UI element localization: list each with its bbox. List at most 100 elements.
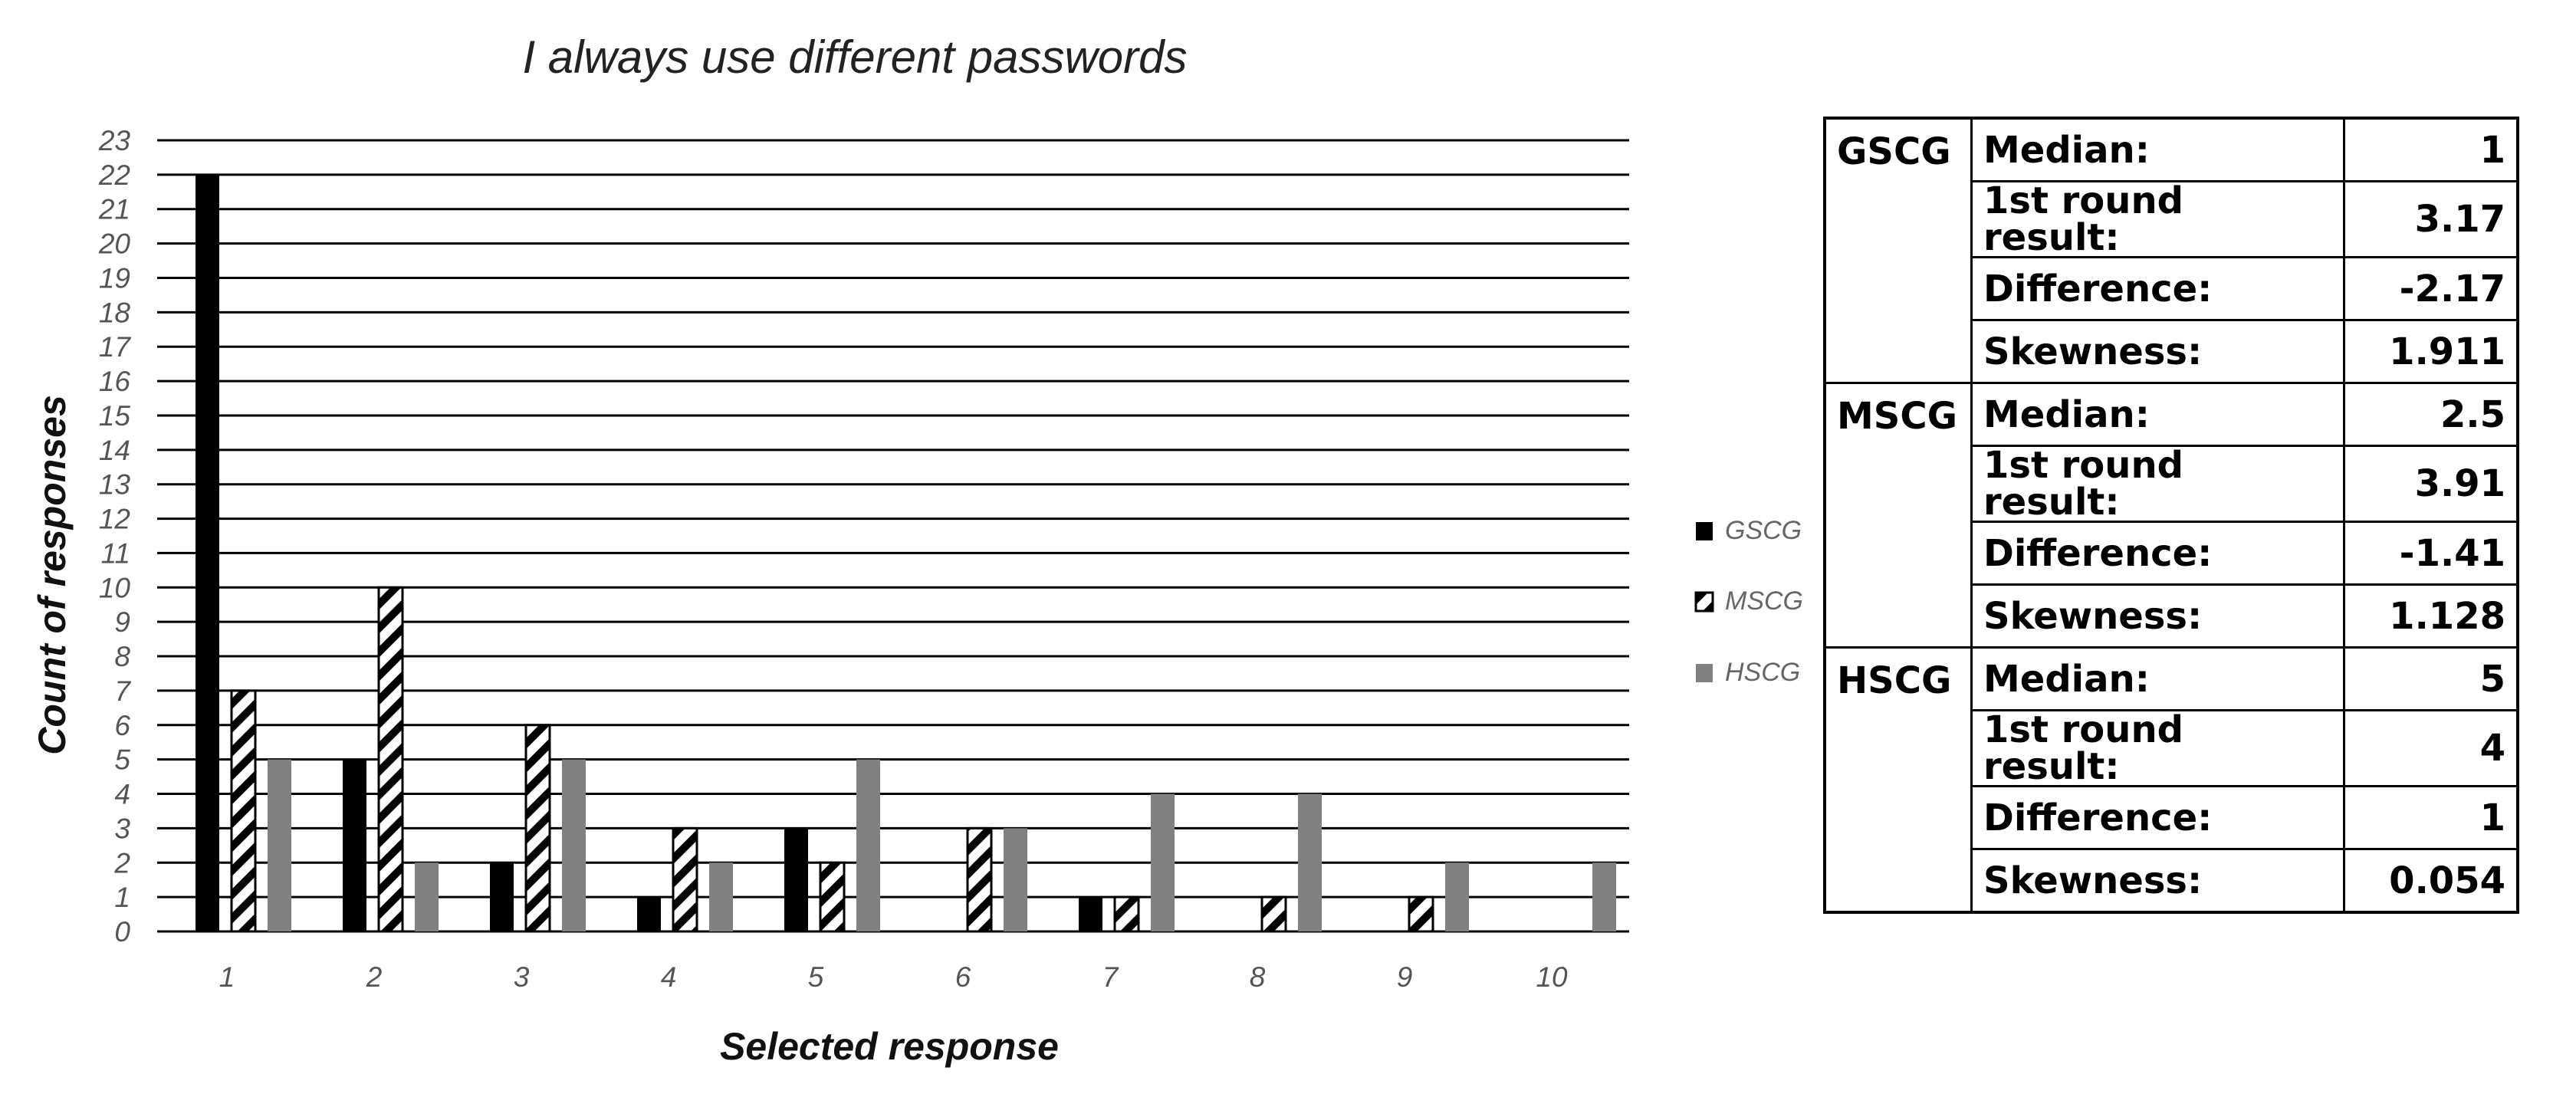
stat-label: 1st round result: (1970, 709, 2345, 787)
stat-label: Median: (1970, 382, 2345, 447)
stat-label: Skewness: (1970, 583, 2345, 649)
y-tick-label: 16 (99, 366, 131, 397)
stat-value: -2.17 (2343, 256, 2519, 321)
y-tick-label: 18 (99, 297, 131, 328)
y-tick-label: 11 (101, 537, 130, 569)
bar-hscg (1298, 793, 1322, 931)
bar-mscg (672, 826, 698, 933)
y-tick-label: 20 (98, 228, 131, 260)
stats-row: Difference:1 (1825, 785, 2519, 850)
stat-value: 3.17 (2343, 180, 2519, 258)
y-tick-label: 0 (114, 916, 130, 948)
x-tick-label: 3 (514, 961, 530, 993)
bar-gscg (343, 759, 366, 931)
group-name: MSCG (1823, 382, 1973, 649)
bar-hscg (562, 759, 586, 931)
stat-value: -1.41 (2343, 521, 2519, 586)
y-tick-label: 12 (99, 504, 131, 535)
y-tick-label: 8 (114, 641, 130, 672)
bar-hscg (709, 862, 733, 931)
bar-mscg (966, 826, 993, 933)
legend-swatch-gscg (1696, 522, 1713, 540)
y-tick-label: 6 (114, 710, 130, 741)
x-tick-label: 4 (661, 961, 677, 993)
stat-value: 1 (2343, 785, 2519, 850)
stats-row: Difference:-1.41 (1825, 521, 2519, 586)
x-tick-label: 5 (808, 961, 824, 993)
stat-value: 1.128 (2343, 583, 2519, 649)
bar-gscg (490, 862, 514, 931)
legend-swatch-hscg (1696, 664, 1713, 682)
stat-value: 5 (2343, 646, 2519, 711)
bar-chart: I always use different passwords 0123456… (31, 31, 1803, 1068)
stat-label: Skewness: (1970, 319, 2345, 384)
bars (196, 174, 1616, 933)
stat-label: 1st round result: (1970, 180, 2345, 258)
stat-value: 2.5 (2343, 382, 2519, 447)
bar-hscg (856, 759, 880, 931)
stat-value: 0.054 (2343, 848, 2519, 914)
bar-hscg (1445, 862, 1469, 931)
x-tick-label: 1 (219, 961, 235, 993)
y-tick-label: 19 (99, 262, 130, 294)
stat-label: Difference: (1970, 785, 2345, 850)
bar-hscg (1004, 828, 1027, 931)
bar-hscg (268, 759, 291, 931)
legend-label-mscg: MSCG (1725, 586, 1803, 616)
bar-gscg (784, 828, 808, 931)
stat-label: Median: (1970, 117, 2345, 182)
stat-value: 4 (2343, 709, 2519, 787)
legend-label-hscg: HSCG (1725, 658, 1800, 687)
bar-hscg (1592, 862, 1616, 931)
stats-row: Skewness:0.054 (1825, 848, 2519, 914)
stats-row: 1st round result:3.17 (1825, 180, 2519, 258)
bar-hscg (1151, 793, 1175, 931)
bar-mscg (1113, 895, 1140, 933)
stat-value: 3.91 (2343, 445, 2519, 523)
y-tick-label: 5 (114, 744, 130, 776)
y-tick-label: 15 (99, 400, 131, 432)
stat-label: Difference: (1970, 256, 2345, 321)
bar-gscg (196, 174, 219, 931)
stat-label: Skewness: (1970, 848, 2345, 914)
stat-value: 1.911 (2343, 319, 2519, 384)
stat-label: 1st round result: (1970, 445, 2345, 523)
y-tick-label: 13 (99, 469, 131, 501)
bar-gscg (1079, 897, 1102, 931)
stats-row: 1st round result:4 (1825, 709, 2519, 787)
bar-mscg (819, 861, 846, 933)
group-name: HSCG (1823, 646, 1973, 914)
legend: GSCG MSCG HSCG (1694, 516, 1803, 687)
y-tick-label: 17 (99, 331, 132, 363)
bar-mscg (1260, 895, 1287, 933)
y-axis-label: Count of responses (31, 395, 74, 754)
chart-title: I always use different passwords (522, 31, 1187, 83)
legend-label-gscg: GSCG (1725, 516, 1802, 545)
y-tick-label: 3 (114, 813, 130, 844)
stat-label: Difference: (1970, 521, 2345, 586)
y-tick-label: 7 (114, 675, 131, 707)
bar-mscg (230, 689, 257, 933)
x-tick-label: 8 (1250, 961, 1266, 993)
bar-gscg (637, 897, 661, 931)
stats-row: Skewness:1.128 (1825, 583, 2519, 649)
y-tick-label: 14 (99, 435, 130, 466)
x-axis-label: Selected response (720, 1025, 1059, 1068)
y-tick-label: 22 (98, 159, 131, 191)
stats-row: Skewness:1.911 (1825, 319, 2519, 384)
bar-mscg (377, 586, 404, 933)
stats-row: Difference:-2.17 (1825, 256, 2519, 321)
bar-mscg (524, 724, 551, 933)
stat-value: 1 (2343, 117, 2519, 182)
y-tick-label: 23 (98, 125, 131, 156)
stat-label: Median: (1970, 646, 2345, 711)
bar-mscg (1408, 895, 1434, 933)
y-tick-label: 4 (114, 779, 130, 810)
x-tick-label: 7 (1102, 961, 1119, 993)
x-tick-label: 9 (1397, 961, 1413, 993)
